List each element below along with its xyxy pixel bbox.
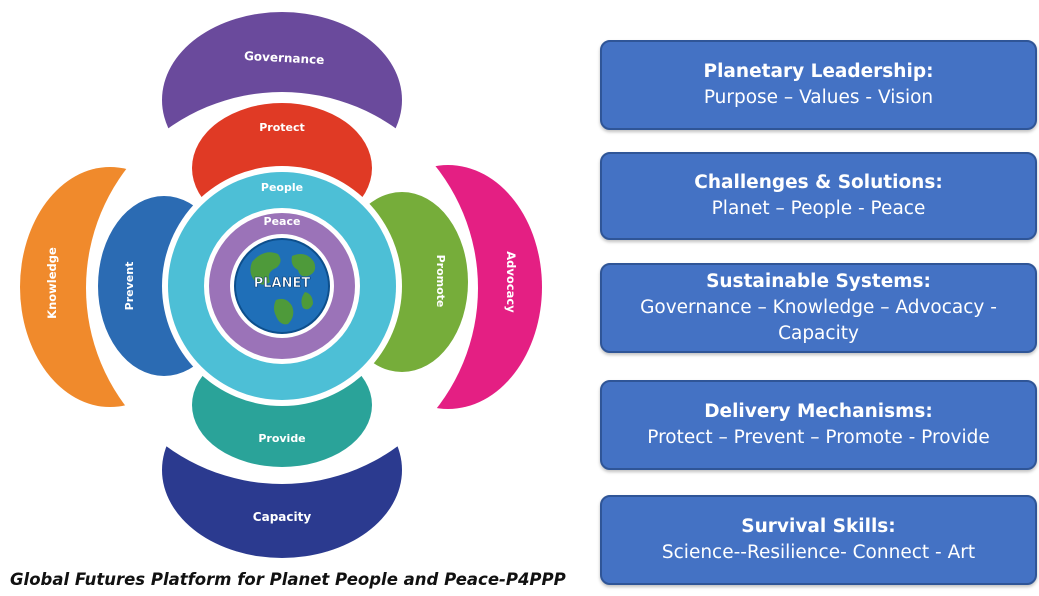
label-protect: Protect [259, 121, 305, 134]
box-subtitle: Science--Resilience- Connect - Art [661, 542, 976, 563]
box-subtitle: Purpose – Values - Vision [703, 87, 934, 108]
box-title: Planetary Leadership: [703, 61, 934, 82]
label-people: People [261, 181, 303, 194]
label-planet: PLANET [254, 276, 311, 291]
label-prevent: Prevent [123, 262, 136, 311]
box-delivery-mechanisms: Delivery Mechanisms: Protect – Prevent –… [600, 380, 1037, 470]
label-promote: Promote [434, 255, 447, 308]
box-subtitle: Protect – Prevent – Promote - Provide [647, 427, 990, 448]
label-governance: Governance [244, 49, 325, 67]
box-subtitle: Planet – People - Peace [711, 198, 926, 219]
box-sustainable-systems: Sustainable Systems: Governance – Knowle… [600, 263, 1037, 353]
p4ppp-diagram: Governance Knowledge Advocacy Capacity P… [20, 12, 542, 558]
box-challenges-solutions: Challenges & Solutions: Planet – People … [600, 152, 1037, 240]
globe-icon [234, 238, 330, 334]
label-knowledge: Knowledge [45, 247, 59, 319]
box-title: Survival Skills: [741, 516, 896, 537]
box-title: Challenges & Solutions: [694, 172, 943, 193]
label-peace: Peace [264, 215, 301, 228]
box-planetary-leadership: Planetary Leadership: Purpose – Values -… [600, 40, 1037, 130]
box-title: Sustainable Systems: [706, 271, 931, 292]
label-advocacy: Advocacy [504, 251, 518, 313]
box-subtitle: Governance – Knowledge – Advocacy - Capa… [640, 297, 997, 344]
label-capacity: Capacity [253, 510, 312, 524]
box-survival-skills: Survival Skills: Science--Resilience- Co… [600, 495, 1037, 585]
label-provide: Provide [258, 432, 305, 445]
diagram-caption: Global Futures Platform for Planet Peopl… [10, 570, 566, 589]
box-title: Delivery Mechanisms: [704, 401, 933, 422]
